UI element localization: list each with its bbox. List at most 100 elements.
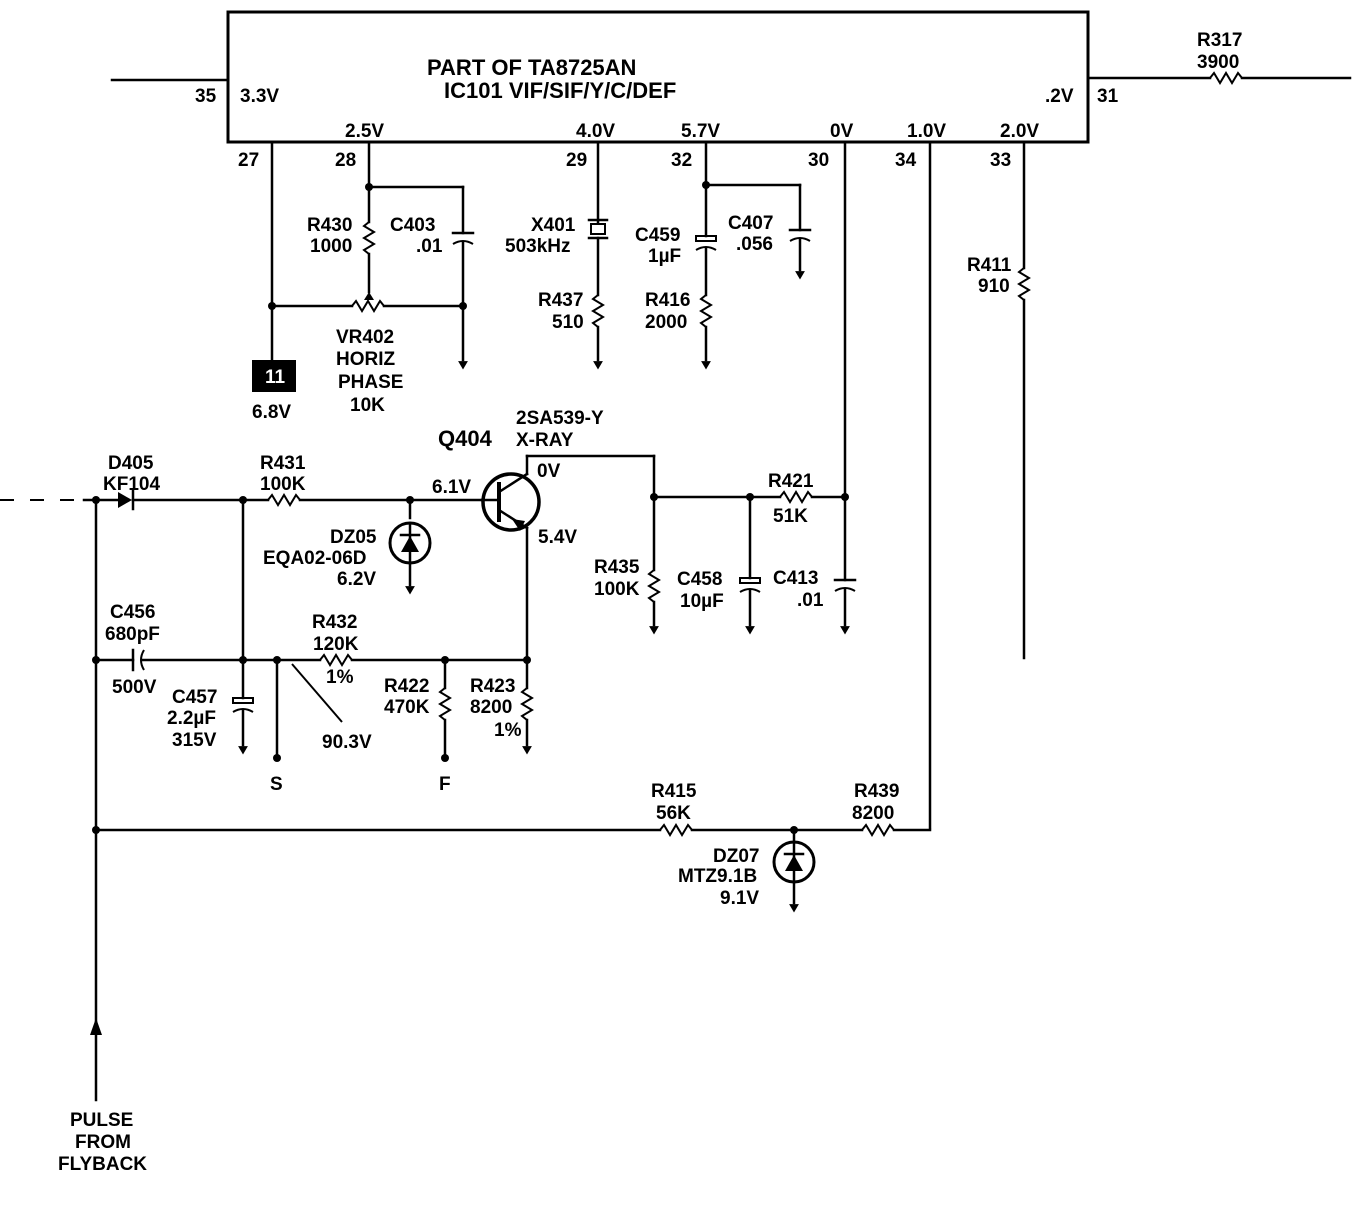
c457-capacitor xyxy=(232,697,254,704)
r416-value: 2000 xyxy=(645,312,687,333)
r431-resistor xyxy=(267,493,301,507)
dz07-name: DZ07 xyxy=(713,846,759,867)
dz05-voltage: 6.2V xyxy=(337,569,376,590)
c459-capacitor xyxy=(695,235,717,242)
r423-resistor xyxy=(520,687,534,721)
r421-name: R421 xyxy=(768,471,814,492)
c403-value: .01 xyxy=(416,236,443,257)
node-voltage: 90.3V xyxy=(322,732,372,753)
pin-28: 28 xyxy=(335,150,356,171)
q404-name: Q404 xyxy=(438,426,493,451)
d405-value: KF104 xyxy=(103,474,160,495)
pin-34: 34 xyxy=(895,150,917,171)
q404-type: 2SA539-Y xyxy=(516,408,604,429)
terminal-11-label: 11 xyxy=(265,367,286,388)
dz05-value: EQA02-06D xyxy=(263,548,367,569)
r415-resistor xyxy=(659,823,693,837)
pin-28-voltage: 2.5V xyxy=(345,121,384,142)
c413-name: C413 xyxy=(773,568,818,589)
pulse-arrow-icon xyxy=(90,1018,102,1035)
c456-value: 680pF xyxy=(105,624,160,645)
c459-name: C459 xyxy=(635,225,680,246)
dz07-value: MTZ9.1B xyxy=(678,866,757,887)
q404-base-voltage: 6.1V xyxy=(432,477,471,498)
pin-33: 33 xyxy=(990,150,1011,171)
vr402-line2: HORIZ xyxy=(336,349,396,370)
q404-transistor xyxy=(481,472,541,532)
c407-name: C407 xyxy=(728,213,773,234)
c458-value: 10µF xyxy=(680,591,724,612)
c413-value: .01 xyxy=(797,590,824,611)
pin-35-voltage: 3.3V xyxy=(240,86,279,107)
r435-value: 100K xyxy=(594,579,640,600)
x401-value: 503kHz xyxy=(505,236,571,257)
pin-32-voltage: 5.7V xyxy=(681,121,720,142)
d405-name: D405 xyxy=(108,453,154,474)
x401-crystal xyxy=(590,223,606,235)
c459-value: 1µF xyxy=(648,246,681,267)
r439-value: 8200 xyxy=(852,803,894,824)
r423-name: R423 xyxy=(470,676,515,697)
r432-tolerance: 1% xyxy=(326,667,354,688)
r421-resistor xyxy=(779,490,813,504)
pin-32: 32 xyxy=(671,150,692,171)
pulse-line2: FROM xyxy=(75,1132,131,1153)
f-terminal: F xyxy=(439,774,451,795)
r431-value: 100K xyxy=(260,474,306,495)
r437-value: 510 xyxy=(552,312,584,333)
r432-value: 120K xyxy=(313,634,359,655)
r435-resistor xyxy=(647,569,661,603)
terminal-11-box xyxy=(252,360,296,392)
terminal-11-voltage: 6.8V xyxy=(252,402,291,423)
r422-value: 470K xyxy=(384,697,430,718)
r431-name: R431 xyxy=(260,453,306,474)
pin-27: 27 xyxy=(238,150,259,171)
r430-resistor xyxy=(362,221,376,255)
r416-name: R416 xyxy=(645,290,690,311)
r411-value: 910 xyxy=(978,276,1010,297)
c458-capacitor xyxy=(739,577,761,584)
d405-diode xyxy=(118,492,132,508)
r432-name: R432 xyxy=(312,612,357,633)
pin-30-voltage: 0V xyxy=(830,121,854,142)
r435-name: R435 xyxy=(594,557,640,578)
pin-31: 31 xyxy=(1097,86,1119,107)
vr402-name: VR402 xyxy=(336,327,394,348)
c403-name: C403 xyxy=(390,215,435,236)
ic-line2: IC101 VIF/SIF/Y/C/DEF xyxy=(444,78,676,103)
r416-resistor xyxy=(699,294,713,328)
s-terminal: S xyxy=(270,774,283,795)
r430-name: R430 xyxy=(307,215,352,236)
r430-value: 1000 xyxy=(310,236,352,257)
r411-resistor xyxy=(1017,267,1031,301)
r411-name: R411 xyxy=(967,255,1012,276)
vr402-value: 10K xyxy=(350,395,385,416)
x401-name: X401 xyxy=(531,215,576,236)
q404-function: X-RAY xyxy=(516,430,574,451)
c407-value: .056 xyxy=(736,234,773,255)
pin-33-voltage: 2.0V xyxy=(1000,121,1039,142)
pin-34-voltage: 1.0V xyxy=(907,121,946,142)
r422-resistor xyxy=(438,687,452,721)
ic-line1: PART OF TA8725AN xyxy=(427,55,636,80)
pulse-line1: PULSE xyxy=(70,1110,133,1131)
c458-name: C458 xyxy=(677,569,722,590)
c457-name: C457 xyxy=(172,687,217,708)
pulse-line3: FLYBACK xyxy=(58,1154,147,1175)
pin-31-voltage: .2V xyxy=(1045,86,1074,107)
r415-name: R415 xyxy=(651,781,697,802)
c457-value: 2.2µF xyxy=(167,708,216,729)
pin-35: 35 xyxy=(195,86,217,107)
r415-value: 56K xyxy=(656,803,691,824)
r423-value: 8200 xyxy=(470,697,512,718)
r437-resistor xyxy=(591,294,605,328)
r432-resistor xyxy=(319,653,353,667)
pin-29: 29 xyxy=(566,150,587,171)
vr402-line3: PHASE xyxy=(338,372,403,393)
r439-resistor xyxy=(861,823,895,837)
dz07-voltage: 9.1V xyxy=(720,888,759,909)
c457-rating: 315V xyxy=(172,730,217,751)
r437-name: R437 xyxy=(538,290,583,311)
c456-rating: 500V xyxy=(112,677,157,698)
r439-name: R439 xyxy=(854,781,899,802)
